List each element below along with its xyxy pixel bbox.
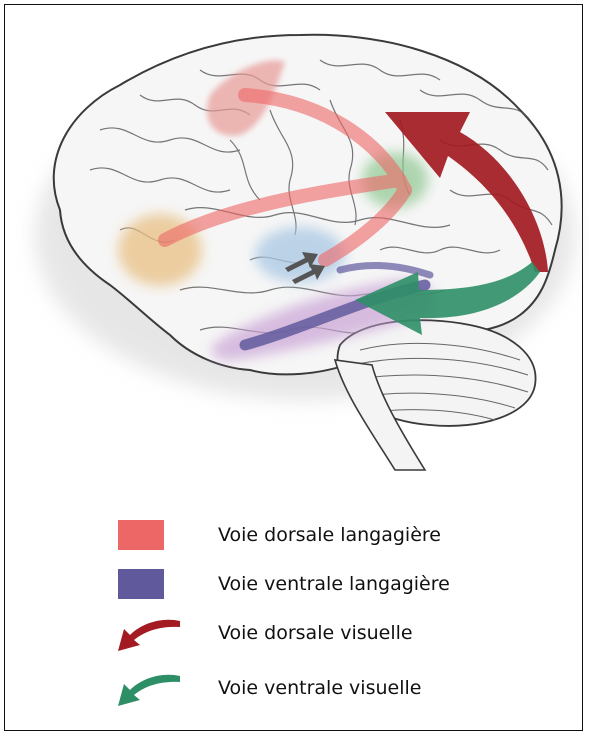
legend-item-ventral-language: Voie ventrale langagière [118, 569, 164, 599]
legend: Voie dorsale langagière Voie ventrale la… [0, 500, 589, 730]
legend-item-dorsal-visual: Voie dorsale visuelle [112, 613, 182, 653]
legend-item-ventral-visual: Voie ventrale visuelle [112, 668, 182, 708]
legend-label: Voie dorsale visuelle [218, 622, 413, 644]
red-arrow-icon [112, 613, 182, 653]
legend-label: Voie ventrale visuelle [218, 677, 421, 699]
pink-swatch [118, 520, 164, 550]
legend-label: Voie ventrale langagière [218, 573, 450, 595]
green-arrow-icon [112, 668, 182, 708]
legend-item-dorsal-language: Voie dorsale langagière [118, 520, 164, 550]
legend-label: Voie dorsale langagière [218, 524, 441, 546]
purple-swatch [118, 569, 164, 599]
brain-illustration [0, 0, 589, 500]
brain-svg [0, 0, 589, 500]
